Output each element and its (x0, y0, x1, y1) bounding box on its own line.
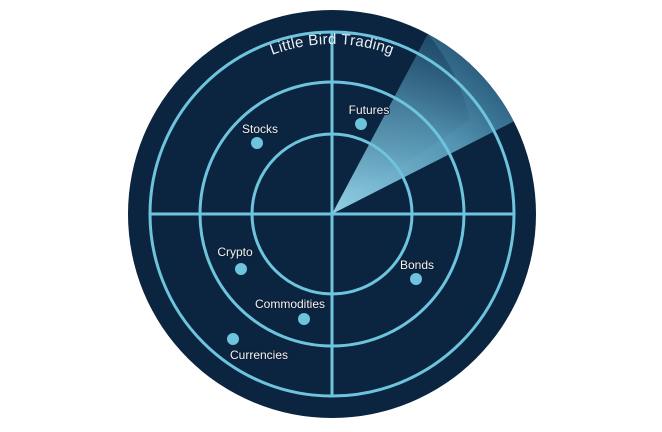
blip-dot (251, 137, 263, 149)
blip-stocks: Stocks (241, 121, 279, 149)
blip-dot (298, 313, 310, 325)
blip-dot (227, 333, 239, 345)
blip-dot (410, 273, 422, 285)
blip-dot (235, 263, 247, 275)
blip-label: Stocks (242, 122, 278, 136)
blip-label: Bonds (400, 258, 434, 272)
blip-commodities: Commodities (254, 296, 326, 325)
radar-sweep-fade (332, 34, 470, 214)
blip-bonds: Bonds (399, 257, 435, 285)
blip-crypto: Crypto (216, 244, 254, 275)
blip-label: Futures (349, 103, 390, 117)
blip-currencies: Currencies (227, 333, 289, 363)
blip-label: Commodities (255, 297, 325, 311)
radar-grid (148, 30, 516, 398)
blip-futures: Futures (348, 102, 390, 130)
blip-label: Crypto (217, 245, 253, 259)
blip-label: Currencies (230, 348, 288, 362)
blip-dot (355, 118, 367, 130)
